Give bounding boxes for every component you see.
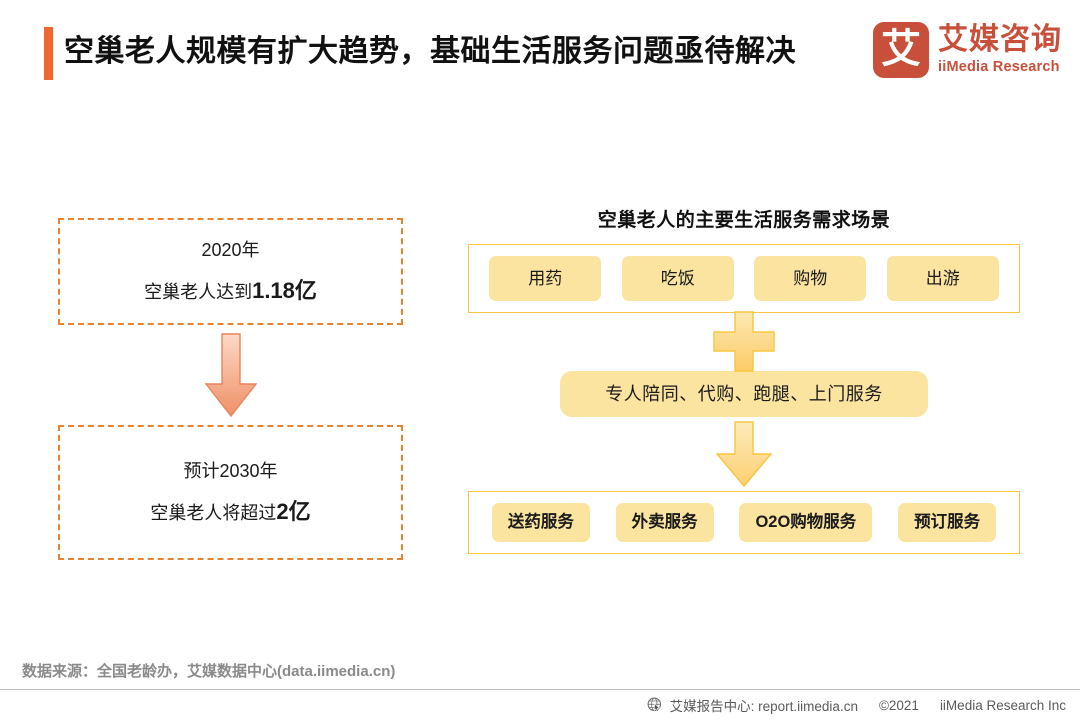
middle-service-bar: 专人陪同、代购、跑腿、上门服务 (560, 371, 928, 417)
service-chip[interactable]: 外卖服务 (615, 503, 714, 542)
plus-icon (713, 311, 775, 372)
brand-logo: 艾 艾媒咨询 iiMedia Research (873, 22, 1062, 78)
stat-value-2020: 空巢老人达到1.18亿 (144, 278, 317, 303)
brand-wordmark: 艾媒咨询 iiMedia Research (938, 25, 1062, 75)
right-arrow-container (468, 417, 1020, 491)
scene-chip[interactable]: 出游 (886, 256, 999, 301)
service-chip[interactable]: 送药服务 (491, 503, 590, 542)
stat-value-2030-prefix: 空巢老人将超过 (150, 503, 277, 524)
scene-chip-container: 用药 吃饭 购物 出游 (468, 244, 1020, 313)
data-source-note: 数据来源：全国老龄办，艾媒数据中心(data.iimedia.cn) (22, 663, 396, 680)
stat-box-2030: 预计2030年 空巢老人将超过2亿 (58, 425, 403, 560)
down-arrow-icon (204, 333, 257, 418)
service-chip[interactable]: 预订服务 (898, 503, 997, 542)
brand-mark-icon: 艾 (873, 22, 929, 78)
stat-year-2020: 2020年 (201, 239, 260, 260)
plus-container (468, 311, 1020, 372)
copyright-label: ©2021 (878, 697, 919, 713)
title-accent-bar (44, 27, 53, 80)
scene-chip[interactable]: 吃饭 (621, 256, 734, 301)
page-header: 空巢老人规模有扩大趋势，基础生活服务问题亟待解决 艾 艾媒咨询 iiMedia … (0, 0, 1080, 105)
down-arrow-icon (715, 421, 773, 488)
scene-chip[interactable]: 购物 (754, 256, 867, 301)
stat-value-2030: 空巢老人将超过2亿 (150, 499, 310, 524)
service-chip-container: 送药服务 外卖服务 O2O购物服务 预订服务 (468, 491, 1020, 554)
footer-divider (0, 689, 1080, 690)
globe-icon (647, 697, 661, 712)
left-statistics-column: 2020年 空巢老人达到1.18亿 预计2030年 空巢老人将超过2亿 (58, 218, 403, 560)
brand-name-en: iiMedia Research (938, 59, 1060, 76)
brand-name-cn: 艾媒咨询 (938, 23, 1062, 57)
footer-bar: 艾媒报告中心: report.iimedia.cn ©2021 iiMedia … (647, 695, 1066, 715)
section-heading: 空巢老人的主要生活服务需求场景 (597, 210, 891, 231)
left-arrow-container (58, 325, 403, 425)
right-flow-column: 空巢老人的主要生活服务需求场景 用药 吃饭 购物 出游 专人陪同、代购、跑腿、上… (468, 205, 1020, 554)
stat-box-2020: 2020年 空巢老人达到1.18亿 (58, 218, 403, 325)
page-title: 空巢老人规模有扩大趋势，基础生活服务问题亟待解决 (64, 35, 796, 68)
stat-value-2020-prefix: 空巢老人达到 (144, 282, 253, 303)
service-chip[interactable]: O2O购物服务 (739, 503, 873, 542)
report-center-label: 艾媒报告中心: report.iimedia.cn (669, 699, 858, 714)
scene-chip[interactable]: 用药 (489, 256, 602, 301)
stat-value-2030-number: 2亿 (276, 499, 311, 525)
company-label: iiMedia Research Inc (939, 697, 1066, 713)
stat-value-2020-number: 1.18亿 (252, 278, 317, 304)
stat-year-2030: 预计2030年 (183, 460, 278, 481)
